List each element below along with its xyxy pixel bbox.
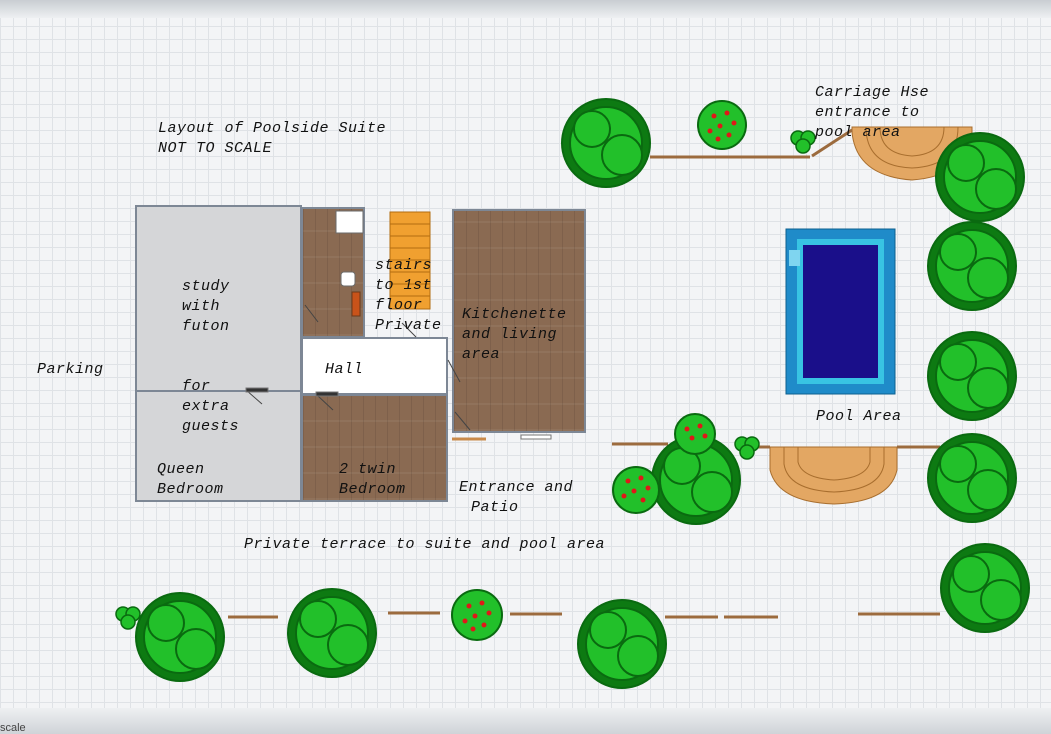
bottom-bar xyxy=(0,708,1051,734)
trees xyxy=(135,98,1030,689)
queen-bedroom-room xyxy=(135,390,302,502)
small-bushes xyxy=(115,130,816,630)
berry-shrubs xyxy=(451,100,747,641)
top-bar xyxy=(0,0,1051,18)
swimming-pool xyxy=(785,228,896,395)
door-sills xyxy=(245,387,552,440)
kitchenette-room xyxy=(452,209,586,433)
toilet-fixture xyxy=(335,210,364,234)
twin-bedroom-room xyxy=(301,394,448,502)
deck-bottom xyxy=(769,446,898,505)
rope-fences xyxy=(228,128,940,619)
pool-area-label: Pool Area xyxy=(816,408,902,425)
parking-label: Parking xyxy=(37,361,104,378)
vanity-fixture xyxy=(351,291,361,317)
terrace-label: Private terrace to suite and pool area xyxy=(244,536,606,553)
scale-note: scale xyxy=(0,722,26,734)
hall-label: Hall xyxy=(325,361,364,378)
staircase xyxy=(389,211,431,310)
sink-fixture xyxy=(340,271,356,287)
